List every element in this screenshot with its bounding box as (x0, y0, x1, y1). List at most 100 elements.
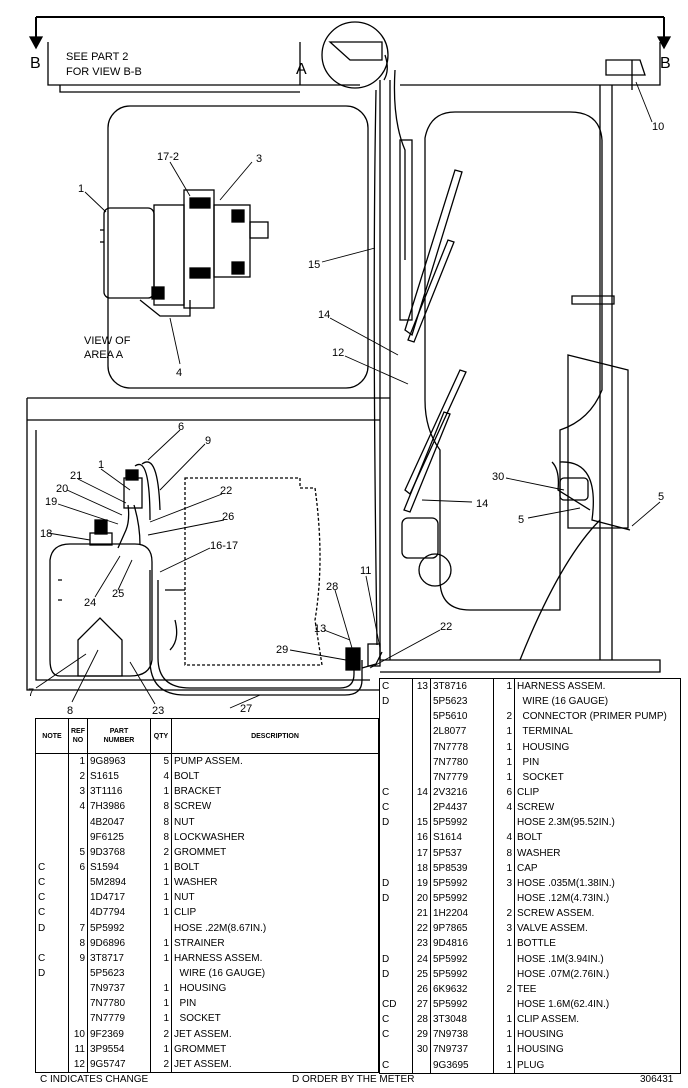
detail-a-circle (321, 21, 389, 89)
callout-21: 21 (70, 470, 82, 482)
cell-note (379, 769, 413, 785)
cell-ref-no: 17 (412, 845, 431, 861)
cell-note (379, 981, 413, 997)
callout-4: 4 (176, 367, 182, 379)
cell-note (35, 1056, 69, 1073)
callout-1-lower: 1 (98, 459, 104, 471)
cell-qty: 8 (150, 814, 172, 830)
cell-qty: 1 (150, 1011, 172, 1027)
cell-qty: 1 (150, 996, 172, 1012)
cell-ref-no: 11 (68, 1041, 88, 1057)
cell-note: C (379, 800, 413, 816)
cell-part-number: 9F2369 (87, 1026, 151, 1042)
cell-description: WIRE (16 GAUGE) (174, 967, 266, 979)
cell-ref-no (68, 829, 88, 845)
cell-part-number: 5P5623 (87, 965, 151, 982)
washer-bottle (49, 519, 153, 677)
cell-note (35, 935, 69, 951)
cell-qty: 1 (493, 739, 515, 755)
cell-qty: 1 (150, 890, 172, 906)
cell-ref-no: 25 (412, 966, 431, 982)
cell-part-number: 5P5992 (87, 920, 151, 936)
cell-qty: 2 (493, 709, 515, 725)
cell-ref-no: 27 (412, 996, 431, 1013)
cell-part-number: 5P5992 (430, 815, 494, 831)
cell-note (379, 921, 413, 937)
cell-part-number: 7H3986 (87, 799, 151, 815)
section-marker-left: B (30, 55, 41, 72)
cell-ref-no (412, 800, 431, 816)
cell-ref-no (412, 694, 431, 710)
cell-note (35, 1011, 69, 1027)
cell-description: PUMP ASSEM. (174, 756, 243, 767)
cell-note (35, 1026, 69, 1042)
cell-ref-no: 8 (68, 935, 88, 951)
callout-20: 20 (56, 483, 68, 495)
callout-10: 10 (652, 121, 664, 133)
cell-qty: 5 (150, 753, 172, 770)
cell-part-number: 7N9737 (430, 1042, 494, 1058)
cell-part-number: 7N9737 (87, 981, 151, 997)
cell-description: HOUSING (517, 1029, 564, 1041)
cell-description: GROMMET (174, 1043, 227, 1055)
cell-ref-no: 24 (412, 951, 431, 967)
callout-6: 6 (178, 421, 184, 433)
callout-28: 28 (326, 581, 338, 593)
cell-qty: 1 (150, 784, 172, 800)
cell-description: JET ASSEM. (174, 1028, 232, 1040)
cell-note (379, 1042, 413, 1058)
cell-qty (493, 815, 515, 831)
cell-note (379, 845, 413, 861)
cell-ref-no: 10 (68, 1026, 88, 1042)
cell-description: TEE (517, 983, 537, 995)
cell-part-number: 9D4816 (430, 936, 494, 952)
cell-note (35, 996, 69, 1012)
cell-part-number: 2P4437 (430, 800, 494, 816)
cell-note: D (379, 694, 413, 710)
cell-qty: 1 (493, 724, 515, 740)
cell-note (35, 784, 69, 800)
cell-description: HOUSING (517, 1044, 564, 1056)
cell-note (379, 739, 413, 755)
cell-note: C (379, 1057, 413, 1074)
cell-description: VALVE ASSEM. (517, 923, 588, 935)
cell-qty: 1 (493, 754, 515, 770)
cell-qty: 2 (150, 1056, 172, 1073)
cell-ref-no: 28 (412, 1012, 431, 1028)
cell-ref-no: 16 (412, 830, 431, 846)
cell-ref-no: 22 (412, 921, 431, 937)
cell-qty: 8 (150, 829, 172, 845)
callout-30: 30 (492, 471, 504, 483)
cell-note: D (379, 951, 413, 967)
cell-ref-no: 5 (68, 844, 88, 860)
footer: C INDICATES CHANGE D ORDER BY THE METER … (0, 1074, 688, 1088)
cell-ref-no: 18 (412, 860, 431, 876)
cell-description: WASHER (517, 847, 561, 859)
cell-description: PIN (517, 756, 540, 768)
cell-ref-no: 9 (68, 950, 88, 966)
cell-description: HOSE .12M(4.73IN.) (517, 892, 610, 904)
cell-ref-no: 29 (412, 1027, 431, 1043)
callout-3: 3 (256, 153, 262, 165)
cell-ref-no: 26 (412, 981, 431, 997)
rear-window (107, 105, 369, 389)
cell-note: C (35, 875, 69, 891)
cell-part-number: 5P5610 (430, 709, 494, 725)
section-marker-right: B (660, 55, 671, 72)
